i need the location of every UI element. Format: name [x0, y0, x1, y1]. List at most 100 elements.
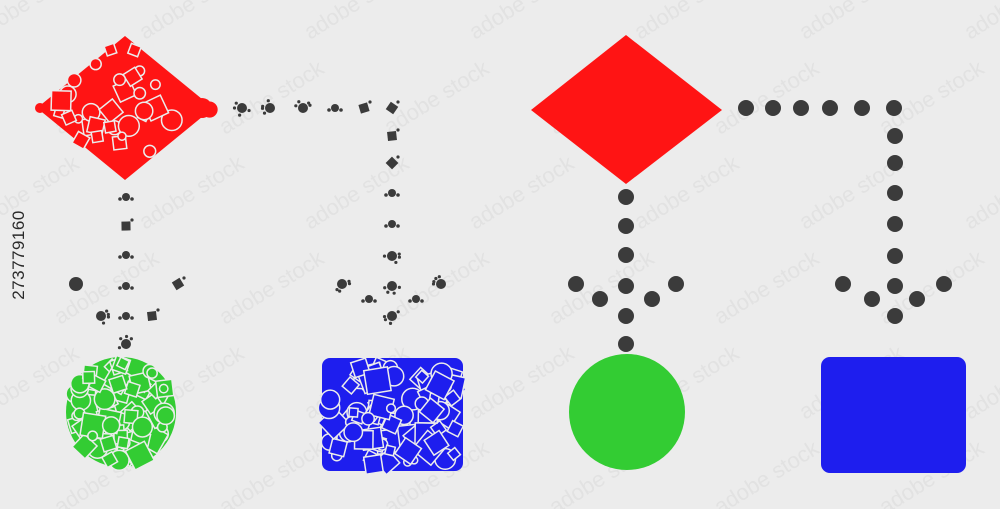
connector-dot	[887, 216, 903, 232]
connector-dot	[294, 104, 298, 108]
connector-dot	[156, 308, 160, 312]
mosaic-square	[108, 374, 128, 395]
mosaic-dot	[131, 416, 154, 438]
mosaic-dot	[35, 103, 45, 113]
mosaic-square	[100, 450, 119, 469]
mosaic-square	[82, 370, 96, 385]
watermark-text: adobe stock	[214, 435, 329, 509]
watermark-text: adobe stock	[379, 55, 494, 140]
watermark-text: adobe stock	[709, 245, 824, 330]
connector-dot	[265, 103, 275, 113]
mosaic-square	[50, 89, 72, 112]
mosaic-square	[102, 119, 117, 134]
connector-dot	[122, 282, 130, 290]
mosaic-dot	[361, 411, 376, 426]
mosaic-dot	[319, 389, 341, 410]
connector-dot	[130, 286, 134, 290]
connector-dot	[117, 346, 122, 350]
connector-dot	[618, 247, 634, 263]
connector-dot	[384, 224, 388, 228]
connector-dot	[592, 291, 608, 307]
watermark-text: adobe stock	[959, 0, 1000, 44]
connector-dot	[420, 299, 424, 303]
connector-dot	[793, 100, 809, 116]
mosaic-dot	[160, 109, 183, 132]
connector-dot	[887, 185, 903, 201]
connector-dot	[668, 276, 684, 292]
watermark-text: adobe stock	[629, 0, 744, 44]
mosaic-dot	[385, 403, 397, 414]
mosaic-square	[443, 389, 462, 408]
watermark-text: adobe stock	[134, 0, 249, 44]
connector-dot	[765, 100, 781, 116]
solid-flowchart	[531, 35, 966, 473]
connector-dot	[397, 285, 401, 289]
connector-dot	[119, 337, 123, 341]
mosaic-square	[103, 42, 118, 57]
connector-dot	[118, 286, 122, 290]
mosaic-square	[383, 444, 397, 457]
connector-dot	[396, 310, 400, 314]
mosaic-square	[362, 453, 385, 476]
connector-dot	[122, 193, 130, 201]
connector-dot	[437, 275, 441, 279]
connector-dot	[118, 255, 122, 259]
connector-dot	[397, 252, 401, 256]
connector-dot	[234, 101, 238, 105]
stock-image-id-label: 273779160	[9, 209, 28, 300]
mosaic-square	[446, 446, 462, 462]
mosaic-square	[126, 42, 143, 58]
connector-dot	[909, 291, 925, 307]
connector-dot	[382, 315, 387, 319]
mosaic-dot	[134, 101, 154, 121]
connector-dot	[122, 312, 130, 320]
connector-dot	[118, 197, 122, 201]
watermark-text: adobe stock	[214, 55, 329, 140]
connector-dot	[434, 276, 438, 281]
connector-dot	[394, 260, 398, 265]
connector-dot	[182, 276, 186, 280]
connector-dot	[69, 277, 83, 291]
connector-dot	[618, 218, 634, 234]
mosaic-decision-diamond	[35, 36, 220, 180]
connector-dot	[644, 291, 660, 307]
watermark-text: adobe stock	[299, 0, 414, 44]
connector-dot	[388, 220, 396, 228]
connector-dot	[886, 100, 902, 116]
connector-dot	[835, 276, 851, 292]
connector-dot	[335, 288, 339, 292]
mosaic-square	[446, 419, 465, 438]
stock-image-id: 273779160	[4, 0, 34, 509]
connector-dot	[247, 108, 251, 113]
connector-dot	[122, 251, 130, 259]
connector-dot	[396, 224, 400, 228]
connector-dot	[373, 299, 377, 303]
mosaic-square	[418, 397, 446, 424]
mosaic-dot	[149, 79, 161, 91]
connector-dot	[387, 311, 397, 321]
watermark-text: adobe stock	[874, 55, 989, 140]
mosaic-dot	[89, 57, 102, 71]
connector-dot	[130, 255, 134, 259]
connector-dot	[298, 103, 308, 113]
mosaic-square	[122, 66, 144, 88]
mosaic-dot	[133, 86, 147, 100]
connector-dot	[121, 339, 131, 349]
mosaic-square	[362, 366, 392, 396]
watermark-text: adobe stock	[709, 435, 824, 509]
connector-dot	[382, 254, 387, 258]
mosaic-square	[424, 369, 456, 401]
watermark-text: adobe stock	[214, 245, 329, 330]
connector-dot	[101, 321, 106, 325]
watermark-text: adobe stock	[134, 150, 249, 235]
mosaic-dot	[87, 430, 99, 442]
connector-dot	[397, 255, 402, 259]
connector-dot	[387, 251, 397, 261]
connector-dot	[864, 291, 880, 307]
connector-dot	[887, 308, 903, 324]
connector-dot	[436, 279, 446, 289]
connector-dot	[339, 108, 343, 112]
connector-dot	[568, 276, 584, 292]
mosaic-dot	[158, 383, 169, 394]
